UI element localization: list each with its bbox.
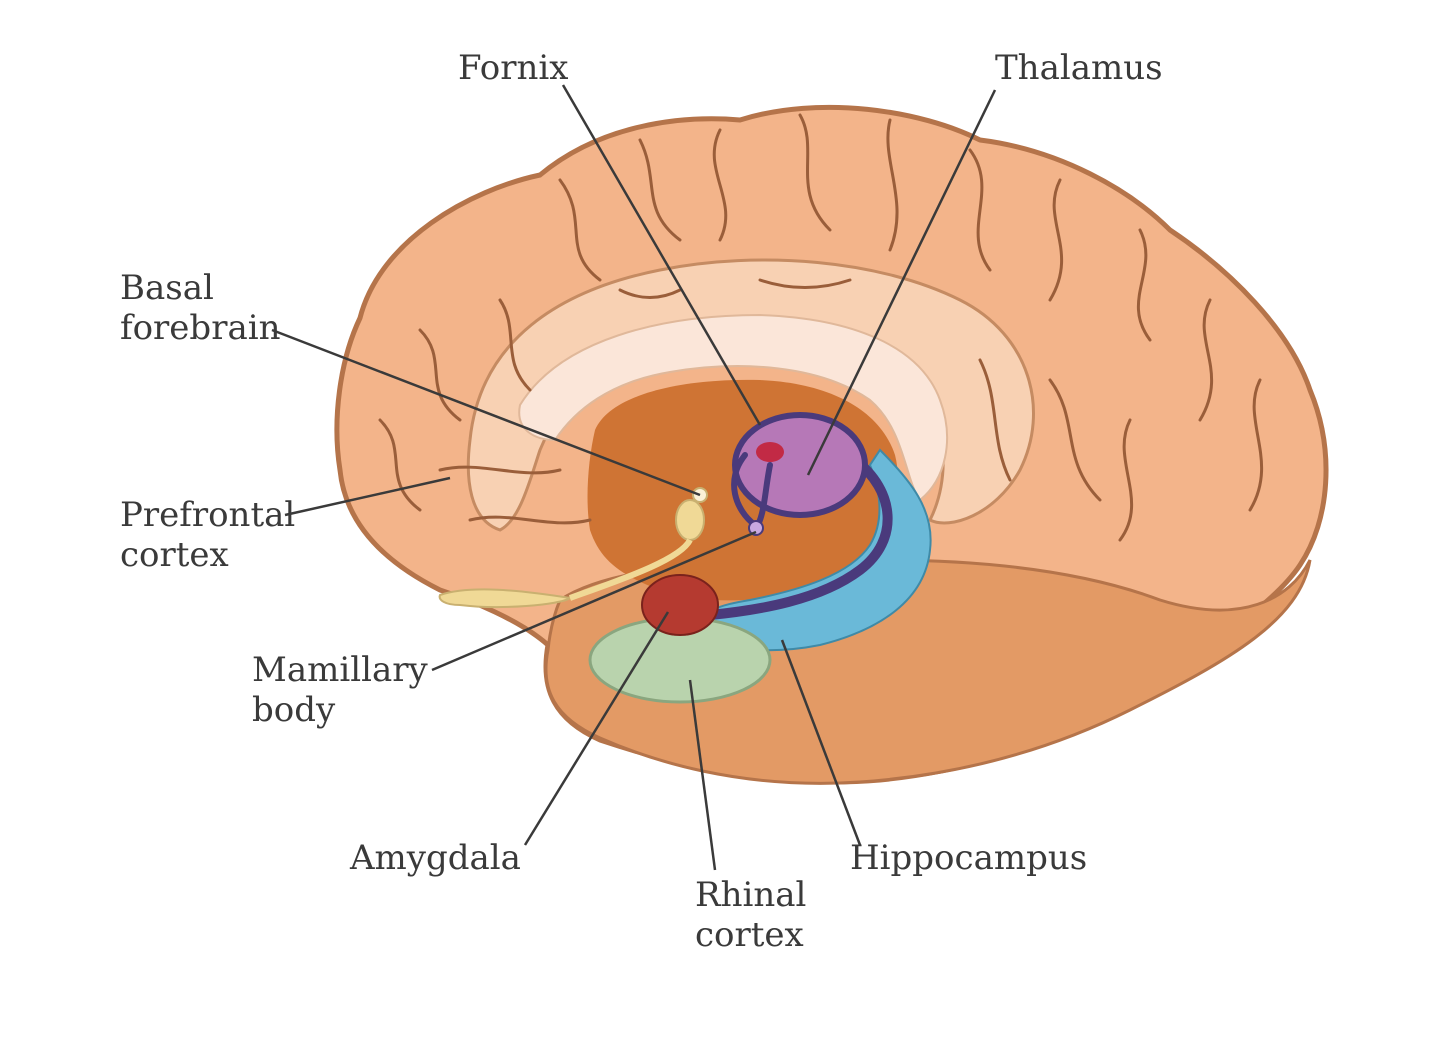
leader-line-rhinal-cortex [688,679,717,871]
thalamus-shape [732,412,868,518]
leader-line-mamillary-body [431,530,757,672]
olfactory-tract [438,588,573,609]
label-rhinal-cortex-line1: Rhinal [695,875,807,915]
amygdala-shape [641,574,719,636]
leader-line-prefrontal-cortex [284,476,451,517]
leader-lines [271,84,997,871]
leader-line-basal-forebrain [271,328,701,497]
basal-forebrain-stalk [568,538,693,601]
label-amygdala: Amygdala [350,838,521,878]
label-prefrontal-cortex-line1: Prefrontal [120,495,296,535]
cingulate-gyrus [466,258,1035,532]
fornix-column [731,452,758,528]
label-thalamus: Thalamus [995,48,1163,88]
label-basal-forebrain-line1: Basal [120,268,214,308]
cortical-sulci [378,113,1264,542]
label-hippocampus: Hippocampus [850,838,1088,878]
label-prefrontal-cortex: Prefrontal cortex [120,495,295,575]
label-prefrontal-cortex-line2: cortex [120,535,229,575]
label-mamillary-body-line1: Mamillary [252,650,428,690]
label-basal-forebrain-line2: forebrain [120,308,281,348]
label-mamillary-body-line2: body [252,690,336,730]
mamillary-body-shape [748,520,764,536]
leader-line-hippocampus [780,639,862,846]
basal-forebrain-shape [675,499,705,541]
corpus-callosum [518,313,948,502]
label-fornix: Fornix [458,48,569,88]
label-rhinal-cortex: Rhinal cortex [695,875,806,955]
leader-line-thalamus [806,89,997,476]
leader-line-fornix [561,84,762,426]
label-mamillary-body: Mamillary body [252,650,428,730]
leader-line-amygdala [523,611,670,846]
thalamus-nucleus [756,442,784,462]
label-rhinal-cortex-line2: cortex [695,915,804,955]
label-basal-forebrain: Basal forebrain [120,268,281,348]
fornix-shape [705,455,893,620]
